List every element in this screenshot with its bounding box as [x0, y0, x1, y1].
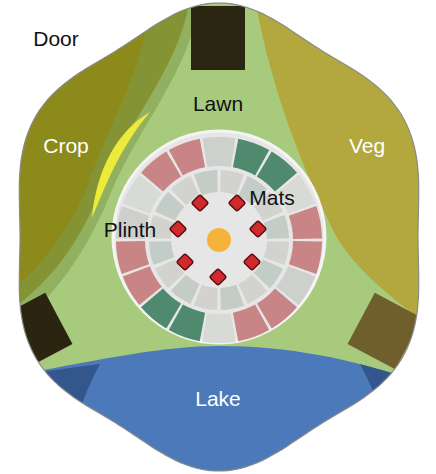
mat — [192, 195, 209, 212]
ring-tile — [123, 266, 162, 305]
ring-tile — [289, 206, 322, 239]
door-top — [191, 6, 245, 70]
ring-tile — [233, 305, 269, 342]
inner-tile — [239, 275, 268, 304]
ring-tile — [203, 137, 236, 167]
ring-tile — [169, 139, 205, 176]
inner-tile — [220, 170, 244, 195]
mat — [177, 254, 194, 271]
mat — [229, 195, 246, 212]
lake-shade-left — [0, 364, 100, 474]
inner-tile — [194, 170, 218, 195]
region-label: Lake — [195, 388, 241, 409]
plinth-center — [207, 228, 231, 252]
mats-group — [170, 195, 267, 286]
region-label: Lawn — [193, 93, 243, 114]
garden-outline — [19, 3, 418, 471]
mat — [210, 269, 227, 286]
inner-tile — [264, 215, 289, 239]
region-label: Plinth — [104, 219, 157, 240]
inner-tile — [264, 241, 289, 265]
lake-shade-right — [360, 364, 436, 474]
region-label: Veg — [349, 135, 385, 156]
region-label: Crop — [43, 135, 89, 156]
ring-tile — [116, 241, 149, 274]
region-label: Door — [33, 28, 79, 49]
mat — [170, 221, 187, 238]
inner-tile — [194, 285, 218, 310]
plaza-tiles — [116, 137, 322, 343]
inner-tile — [220, 285, 244, 310]
veg-region — [255, 0, 436, 332]
ring-tile — [203, 313, 236, 343]
inner-tile — [149, 241, 174, 265]
mat — [250, 221, 267, 238]
lake-region — [0, 346, 436, 474]
mat — [244, 254, 261, 271]
door-lower-right — [348, 293, 423, 370]
region-label: Mats — [249, 187, 295, 208]
